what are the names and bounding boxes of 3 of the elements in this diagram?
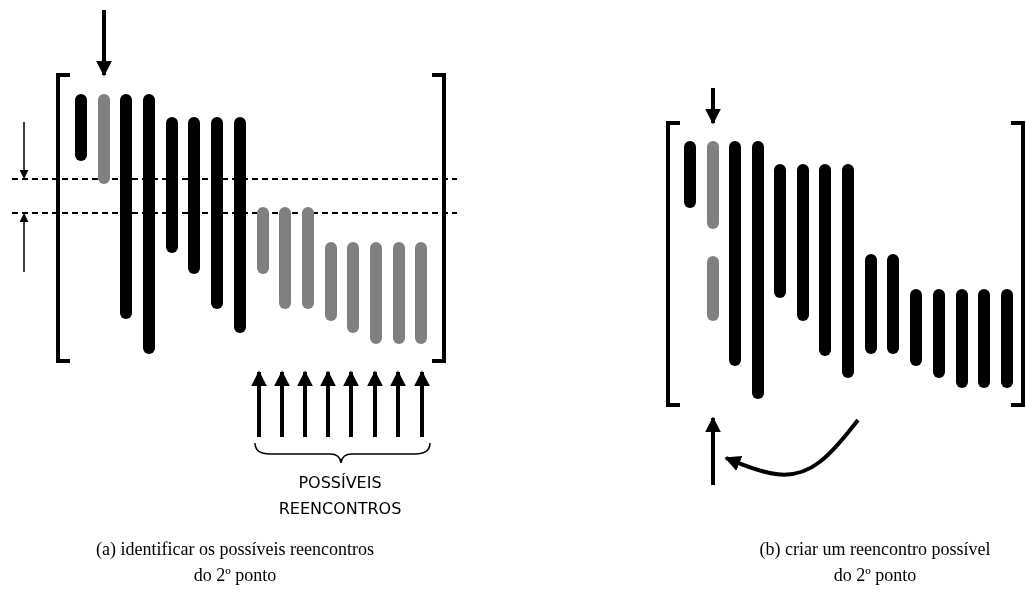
caption-text: (b) criar um reencontro possível do 2º ponto — [758, 538, 992, 587]
annotation-text: POSSÍVEIS REENCONTROS — [277, 472, 403, 520]
caption-text: (a) identificar os possíveis reencontros do 2º ponto — [95, 538, 375, 587]
